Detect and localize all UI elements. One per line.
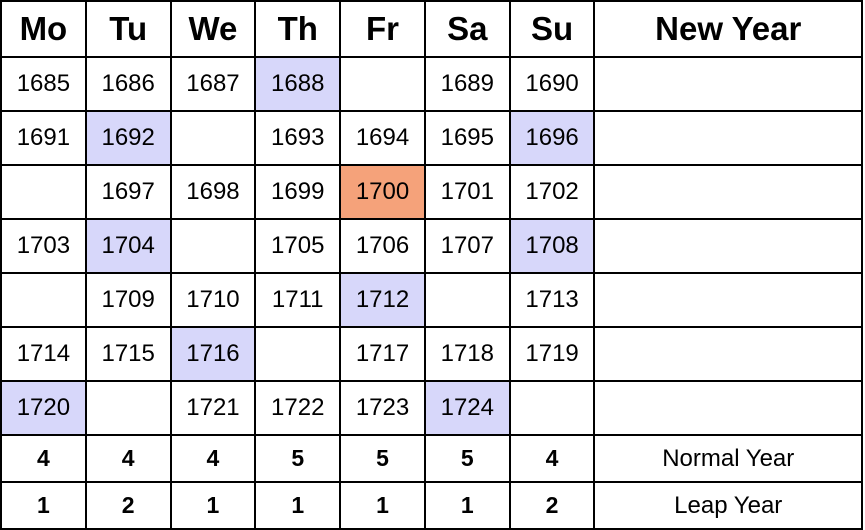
year-cell-su — [508, 380, 596, 436]
year-cell-we — [169, 218, 257, 274]
year-cell-th: 1711 — [254, 272, 342, 328]
year-cell-we: 1687 — [169, 56, 257, 112]
year-cell-tu — [84, 380, 172, 436]
summary-count-th: 1 — [254, 481, 342, 530]
year-cell-fr: 1723 — [339, 380, 426, 436]
header-thursday: Th — [254, 0, 342, 58]
year-cell-tu: 1709 — [84, 272, 172, 328]
year-cell-new-year — [593, 380, 863, 436]
summary-count-su: 2 — [508, 481, 596, 530]
summary-count-we: 1 — [169, 481, 257, 530]
year-cell-sa: 1718 — [423, 326, 511, 382]
year-cell-new-year — [593, 326, 863, 382]
year-cell-new-year — [593, 164, 863, 220]
year-cell-fr: 1694 — [339, 110, 426, 166]
year-cell-mo — [0, 272, 87, 328]
year-cell-sa: 1707 — [423, 218, 511, 274]
year-cell-mo: 1691 — [0, 110, 87, 166]
year-cell-tu: 1704 — [84, 218, 172, 274]
year-cell-fr: 1712 — [339, 272, 426, 328]
header-sunday: Su — [508, 0, 596, 58]
year-cell-new-year — [593, 56, 863, 112]
header-friday: Fr — [339, 0, 426, 58]
year-cell-su: 1702 — [508, 164, 596, 220]
header-tuesday: Tu — [84, 0, 172, 58]
year-cell-su: 1713 — [508, 272, 596, 328]
summary-count-fr: 1 — [339, 481, 426, 530]
header-new-year: New Year — [593, 0, 863, 58]
year-cell-mo: 1714 — [0, 326, 87, 382]
summary-label: Leap Year — [593, 481, 863, 530]
year-cell-su: 1696 — [508, 110, 596, 166]
year-cell-sa: 1701 — [423, 164, 511, 220]
year-cell-th: 1722 — [254, 380, 342, 436]
year-cell-new-year — [593, 272, 863, 328]
year-cell-sa: 1695 — [423, 110, 511, 166]
year-cell-mo: 1720 — [0, 380, 87, 436]
summary-count-sa: 5 — [423, 434, 511, 483]
year-cell-tu: 1697 — [84, 164, 172, 220]
year-cell-th: 1705 — [254, 218, 342, 274]
year-cell-new-year — [593, 218, 863, 274]
year-cell-tu: 1692 — [84, 110, 172, 166]
summary-count-su: 4 — [508, 434, 596, 483]
year-cell-sa: 1724 — [423, 380, 511, 436]
year-cell-fr: 1700 — [339, 164, 426, 220]
header-row: Mo Tu We Th Fr Sa Su New Year — [0, 0, 863, 58]
summary-count-we: 4 — [169, 434, 257, 483]
year-cell-su: 1719 — [508, 326, 596, 382]
summary-count-th: 5 — [254, 434, 342, 483]
header-monday: Mo — [0, 0, 87, 58]
summary-count-sa: 1 — [423, 481, 511, 530]
year-cell-th: 1688 — [254, 56, 342, 112]
year-cell-tu: 1686 — [84, 56, 172, 112]
summary-label: Normal Year — [593, 434, 863, 483]
summary-count-tu: 2 — [84, 481, 172, 530]
year-cell-fr: 1717 — [339, 326, 426, 382]
year-cell-mo: 1685 — [0, 56, 87, 112]
year-cell-we: 1721 — [169, 380, 257, 436]
year-cell-fr — [339, 56, 426, 112]
year-cell-fr: 1706 — [339, 218, 426, 274]
summary-count-mo: 1 — [0, 481, 87, 530]
header-saturday: Sa — [423, 0, 511, 58]
year-cell-we: 1698 — [169, 164, 257, 220]
year-cell-we: 1710 — [169, 272, 257, 328]
summary-count-mo: 4 — [0, 434, 87, 483]
year-cell-th: 1693 — [254, 110, 342, 166]
year-cell-new-year — [593, 110, 863, 166]
summary-count-tu: 4 — [84, 434, 172, 483]
year-cell-su: 1708 — [508, 218, 596, 274]
year-cell-tu: 1715 — [84, 326, 172, 382]
year-cell-su: 1690 — [508, 56, 596, 112]
year-cell-mo: 1703 — [0, 218, 87, 274]
year-cell-we: 1716 — [169, 326, 257, 382]
header-wednesday: We — [169, 0, 257, 58]
summary-count-fr: 5 — [339, 434, 426, 483]
year-cell-we — [169, 110, 257, 166]
year-cell-sa: 1689 — [423, 56, 511, 112]
year-cell-th — [254, 326, 342, 382]
year-cell-th: 1699 — [254, 164, 342, 220]
year-cell-sa — [423, 272, 511, 328]
year-cell-mo — [0, 164, 87, 220]
